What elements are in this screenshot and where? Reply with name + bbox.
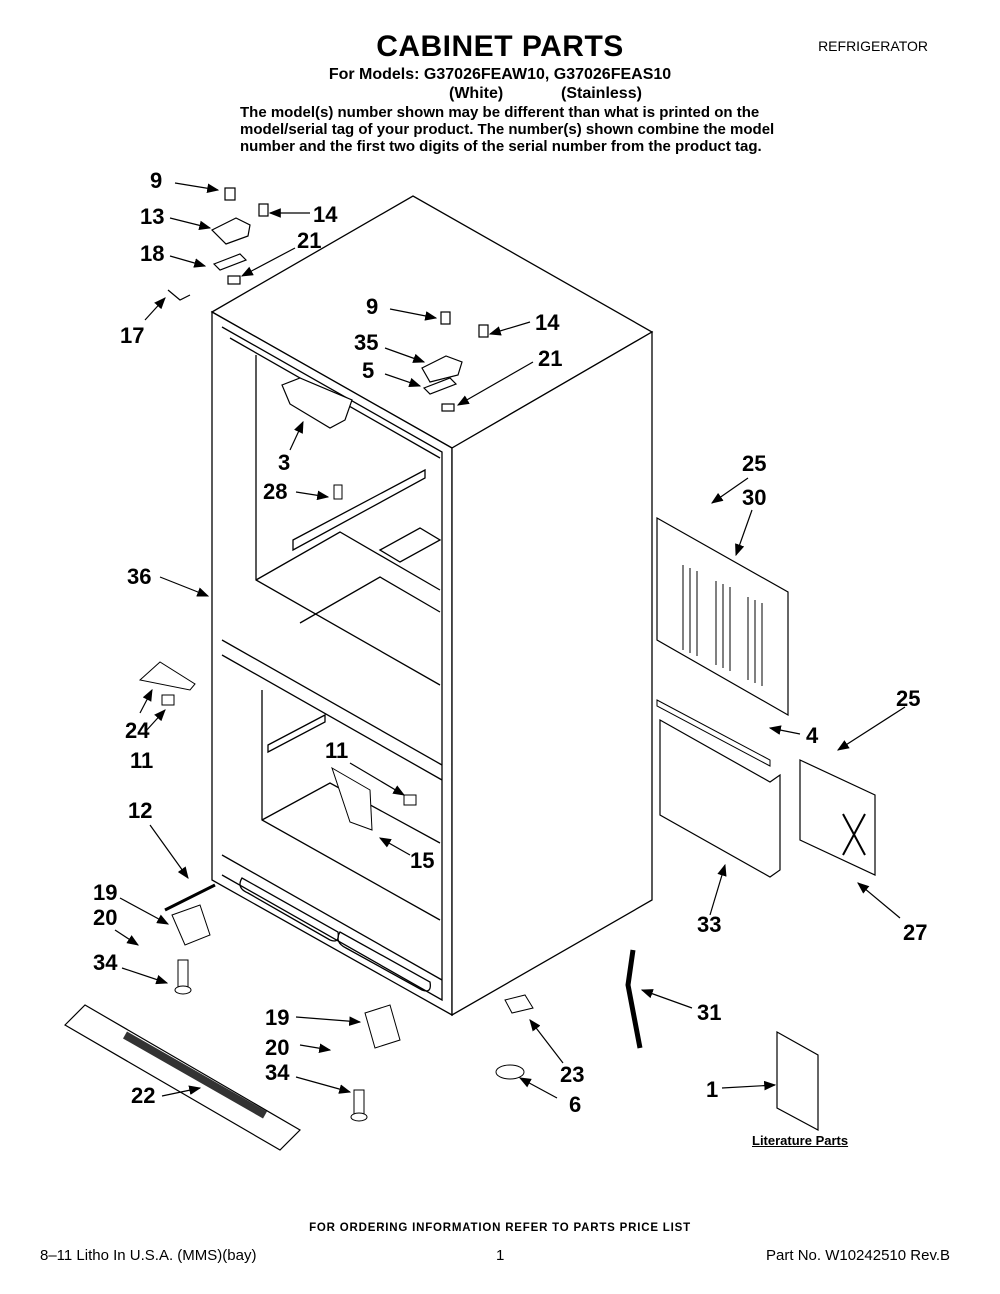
callout-30: 30 (742, 485, 767, 510)
variant-stainless: (Stainless) (561, 85, 642, 102)
callout-19: 19 (93, 880, 118, 905)
callout-19: 19 (265, 1005, 290, 1030)
cabinet-body (210, 195, 654, 1017)
callout-18: 18 (140, 241, 165, 266)
model-numbers: For Models: G37026FEAW10, G37026FEAS10 (328, 66, 672, 83)
callout-28: 28 (263, 479, 288, 504)
model-note: The model(s) number shown may be differe… (240, 104, 775, 155)
part-23-clip (504, 994, 534, 1014)
product-category: REFRIGERATOR (818, 38, 928, 54)
callout-9: 9 (150, 168, 163, 193)
part-15-hinge (331, 766, 373, 831)
literature-parts-label: Literature Parts (752, 1133, 849, 1148)
callout-9: 9 (366, 294, 379, 319)
variant-white: (White) (449, 85, 504, 102)
top-right-hinge (421, 311, 489, 412)
part-19-bracket-right (364, 1004, 401, 1049)
print-info: 8–11 Litho In U.S.A. (MMS)(bay) (40, 1247, 257, 1264)
callout-17: 17 (120, 323, 145, 348)
part-22-base-grille (64, 1004, 301, 1151)
page-title: CABINET PARTS (376, 30, 624, 63)
callout-14: 14 (313, 202, 338, 227)
part-28-screw (333, 484, 343, 500)
callout-11: 11 (130, 748, 154, 773)
callout-34: 34 (265, 1060, 290, 1085)
callout-23: 23 (560, 1062, 585, 1087)
callout-13: 13 (140, 204, 165, 229)
part-19-bracket-left (171, 904, 211, 946)
callout-20: 20 (265, 1035, 290, 1060)
callout-36: 36 (127, 564, 152, 589)
part-33-panel (659, 718, 781, 878)
callout-21: 21 (297, 228, 322, 253)
top-left-hinge (167, 187, 269, 301)
part-6-ring (495, 1064, 525, 1080)
callout-1: 1 (706, 1077, 719, 1102)
part-27-bracket (799, 759, 876, 876)
callout-34: 34 (93, 950, 118, 975)
part-24-hinge (138, 661, 196, 691)
rear-grille-panel (656, 516, 789, 717)
callout-25: 25 (896, 686, 921, 711)
part-1-literature (776, 1030, 819, 1132)
callout-25: 25 (742, 451, 767, 476)
callout-22: 22 (131, 1083, 156, 1108)
page-number: 1 (496, 1247, 505, 1264)
callout-12: 12 (128, 798, 153, 823)
callout-3: 3 (278, 450, 291, 475)
leader-lines (114, 182, 906, 1099)
callout-21: 21 (538, 346, 563, 371)
callout-24: 24 (125, 718, 150, 743)
callout-6: 6 (569, 1092, 582, 1117)
callout-15: 15 (410, 848, 435, 873)
part-4-strip (656, 699, 771, 767)
part-3-bracket (281, 377, 353, 429)
callout-14: 14 (535, 310, 560, 335)
part-number: Part No. W10242510 Rev.B (766, 1247, 950, 1264)
callout-20: 20 (93, 905, 118, 930)
callout-5: 5 (362, 358, 375, 383)
part-31-tube (625, 949, 643, 1049)
callout-4: 4 (806, 723, 819, 748)
callout-27: 27 (903, 920, 928, 945)
callout-33: 33 (697, 912, 722, 937)
callout-31: 31 (697, 1000, 722, 1025)
ordering-note: FOR ORDERING INFORMATION REFER TO PARTS … (309, 1222, 691, 1234)
callout-35: 35 (354, 330, 379, 355)
callout-11: 11 (325, 738, 349, 763)
